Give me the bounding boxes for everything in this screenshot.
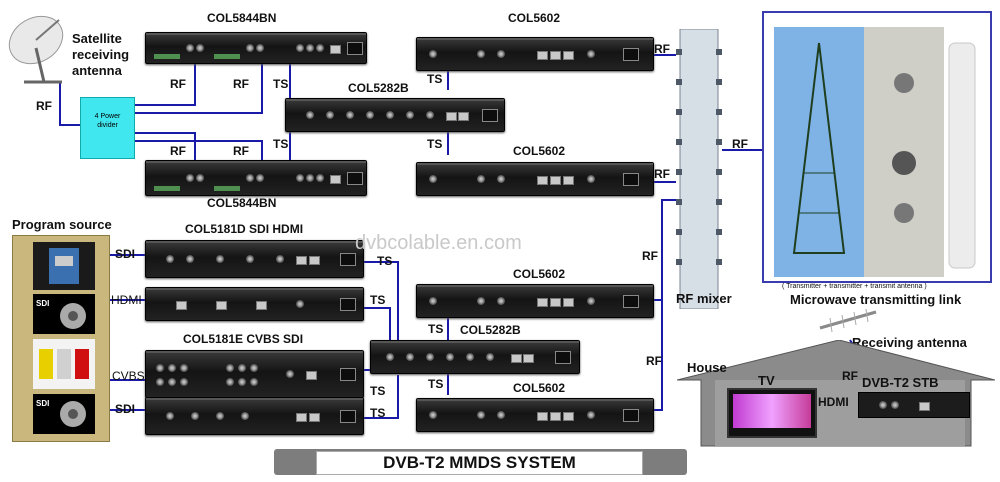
- cvbs-label: CVBS: [112, 369, 145, 383]
- device-col5181e: [145, 350, 364, 398]
- device-col5844bn-bottom: [145, 160, 367, 196]
- ts-label: TS: [377, 254, 393, 268]
- receiving-antenna-icon: [819, 308, 877, 333]
- sdi-connector-icon: SDI: [33, 294, 95, 334]
- microwave-caption-small: ( Transmitter + transmitter + transmit a…: [782, 283, 927, 290]
- sdi-connector-icon: SDI: [33, 394, 95, 434]
- tv-icon: [727, 388, 817, 438]
- tv-label: TV: [758, 373, 775, 388]
- rf-label: RF: [233, 144, 249, 158]
- device-label-col5602-1: COL5602: [508, 11, 561, 25]
- rf-label: RF: [36, 99, 52, 113]
- ts-label: TS: [370, 384, 386, 398]
- power-divider: 4 Power divider: [80, 97, 135, 159]
- rf-label: RF: [170, 144, 186, 158]
- satellite-dish-icon: [8, 15, 64, 84]
- device-col5181d: [145, 240, 364, 278]
- device-col5282b-top: [285, 98, 505, 132]
- microwave-link-image: [762, 11, 992, 283]
- program-source-label: Program source: [12, 217, 112, 232]
- rf-label: RF: [842, 369, 858, 383]
- power-divider-label-line: divider: [97, 122, 118, 129]
- rca-cable-icon: [33, 339, 95, 389]
- rf-label: RF: [654, 42, 670, 56]
- device-col5602-2: [416, 162, 654, 196]
- ts-label: TS: [273, 77, 289, 91]
- stb-icon: [858, 392, 970, 418]
- power-divider-label-line: 4 Power: [94, 113, 121, 120]
- device-label-col5602-4: COL5602: [513, 381, 566, 395]
- hdmi-label: HDMI: [818, 395, 849, 409]
- rf-label: RF: [642, 249, 658, 263]
- rf-label: RF: [654, 167, 670, 181]
- device-label-col5844bn-top: COL5844BN: [207, 11, 277, 25]
- rf-label: RF: [646, 354, 662, 368]
- sdi-label: SDI: [115, 247, 136, 261]
- microwave-caption: Microwave transmitting link: [790, 292, 962, 307]
- rf-mixer-label: RF mixer: [676, 291, 732, 306]
- device-col5282b-bottom: [370, 340, 580, 374]
- sdi-label: SDI: [115, 402, 136, 416]
- device-label-col5282b-top: COL5282B: [348, 81, 409, 95]
- ts-label: TS: [427, 137, 443, 151]
- source-item-label: SDI: [36, 299, 50, 308]
- device-label-col5181d: COL5181D SDI HDMI: [185, 222, 304, 236]
- device-label-col5602-2: COL5602: [513, 144, 566, 158]
- source-item-label: SDI: [36, 399, 50, 408]
- device-sdi-encoder: [145, 397, 364, 435]
- rf-mixer-icon: [676, 29, 722, 309]
- device-col5602-1: [416, 37, 654, 71]
- ts-label: TS: [428, 322, 444, 336]
- ts-label: TS: [428, 377, 444, 391]
- ts-label: TS: [273, 137, 289, 151]
- rf-label: RF: [732, 137, 748, 151]
- device-hdmi-encoder: [145, 287, 364, 321]
- rf-label: RF: [170, 77, 186, 91]
- device-label-col5181e: COL5181E CVBS SDI: [183, 332, 304, 346]
- program-source-panel: SDI SDI: [12, 235, 110, 442]
- receiving-antenna-label: Receiving antenna: [852, 335, 967, 350]
- stb-label: DVB-T2 STB: [862, 375, 939, 390]
- device-label-col5844bn-bottom: COL5844BN: [207, 196, 277, 210]
- device-label-col5282b-bottom: COL5282B: [460, 323, 521, 337]
- hdmi-cable-icon: [33, 242, 95, 290]
- house-label: House: [687, 360, 727, 375]
- ts-label: TS: [370, 293, 386, 307]
- device-col5602-3: [416, 284, 654, 318]
- hdmi-label: HDMI: [111, 293, 142, 307]
- diagram-title: DVB-T2 MMDS SYSTEM: [316, 451, 643, 475]
- device-label-col5602-3: COL5602: [513, 267, 566, 281]
- satellite-label: Satellite receiving antenna: [72, 31, 130, 78]
- ts-label: TS: [370, 406, 386, 420]
- watermark: dvbcolable.en.com: [355, 232, 522, 254]
- device-col5602-4: [416, 398, 654, 432]
- rf-label: RF: [233, 77, 249, 91]
- ts-label: TS: [427, 72, 443, 86]
- device-col5844bn-top: [145, 32, 367, 64]
